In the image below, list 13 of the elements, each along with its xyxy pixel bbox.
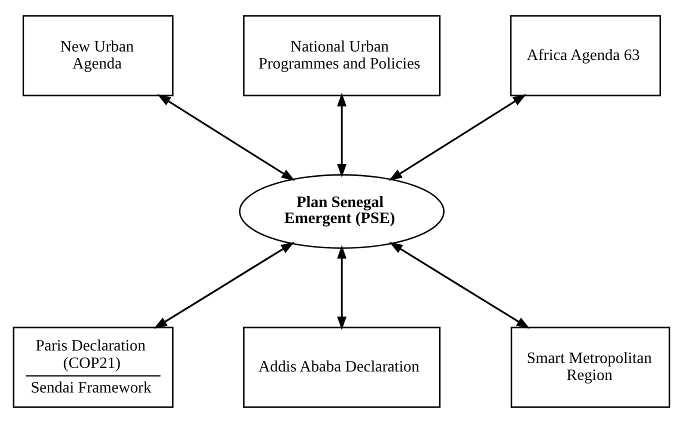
node-box: National Urban Programmes and Policies [243,14,441,96]
node-box: New Urban Agenda [22,14,174,96]
arrow [337,244,347,330]
node-box: Paris Declaration (COP21) Sendai Framework [12,326,174,408]
arrow [389,241,530,328]
arrow [154,241,294,328]
node-ellipse: Plan Senegal Emergent (PSE) [238,174,445,248]
node-box: Addis Ababa Declaration [243,326,441,408]
node-box: Smart Metropolitan Region [510,326,670,408]
arrow [157,94,295,180]
node-box: Africa Agenda 63 [510,14,661,96]
arrow [337,92,347,178]
arrow [388,94,526,180]
